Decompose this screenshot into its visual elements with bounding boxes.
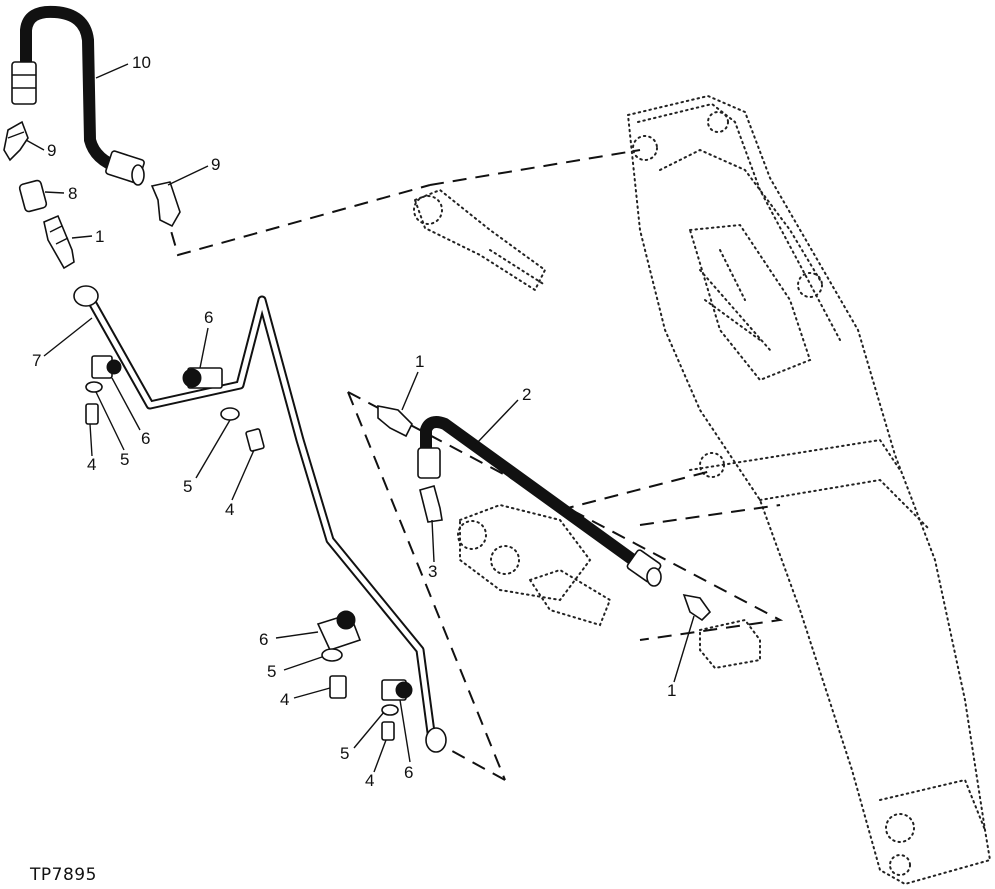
upper-pin-outline	[413, 188, 547, 292]
callout-9-left: 9	[47, 141, 56, 160]
clamp-6-lower	[316, 610, 362, 651]
figure-id: TP7895	[29, 865, 97, 885]
elbow-fitting-9-right	[150, 181, 181, 228]
hose-2	[417, 416, 662, 587]
alignment-dashed-lines	[164, 149, 784, 781]
washers-5	[85, 381, 399, 716]
callout-9-right: 9	[211, 155, 220, 174]
callout-7: 7	[32, 351, 41, 370]
clamp-6-mid	[182, 367, 223, 389]
callout-4-mid: 4	[225, 500, 234, 519]
callout-1-center: 1	[415, 352, 424, 371]
callout-4-bottom: 4	[365, 771, 374, 790]
callout-8: 8	[68, 184, 77, 203]
bolts-4	[85, 403, 395, 741]
callout-labels: 10 9 9 8 1 7 6 6 5 4 5 4 1 2 3 1 6 5 4 5…	[32, 53, 676, 790]
callout-6-lower: 6	[259, 630, 268, 649]
cylinder-block-outline	[457, 503, 761, 670]
callout-5-bottom: 5	[340, 744, 349, 763]
fitting-1-left	[43, 214, 75, 270]
callout-1-right: 1	[667, 681, 676, 700]
clamp-6-left	[91, 355, 122, 379]
hose-10	[11, 5, 145, 186]
callout-4-left: 4	[87, 455, 96, 474]
tube-7	[73, 285, 447, 753]
fitting-1-center	[377, 405, 413, 438]
adapter-8	[18, 179, 48, 213]
callout-6-left: 6	[141, 429, 150, 448]
callout-5-lower: 5	[267, 662, 276, 681]
clamp-6-lower-right	[381, 679, 413, 701]
fitting-1-right	[682, 593, 712, 622]
callout-5-mid: 5	[183, 477, 192, 496]
callout-6-bottom: 6	[404, 763, 413, 782]
elbow-fitting-9	[3, 120, 29, 162]
elbow-fitting-3	[419, 485, 443, 523]
callout-1-left: 1	[95, 227, 104, 246]
boom-arm-outline	[626, 94, 992, 886]
callout-6-mid: 6	[204, 308, 213, 327]
callout-leaders	[25, 63, 695, 773]
callout-10: 10	[132, 53, 151, 72]
callout-5-left: 5	[120, 450, 129, 469]
callout-2: 2	[522, 385, 531, 404]
callout-4-lower: 4	[280, 690, 289, 709]
callout-3: 3	[428, 562, 437, 581]
